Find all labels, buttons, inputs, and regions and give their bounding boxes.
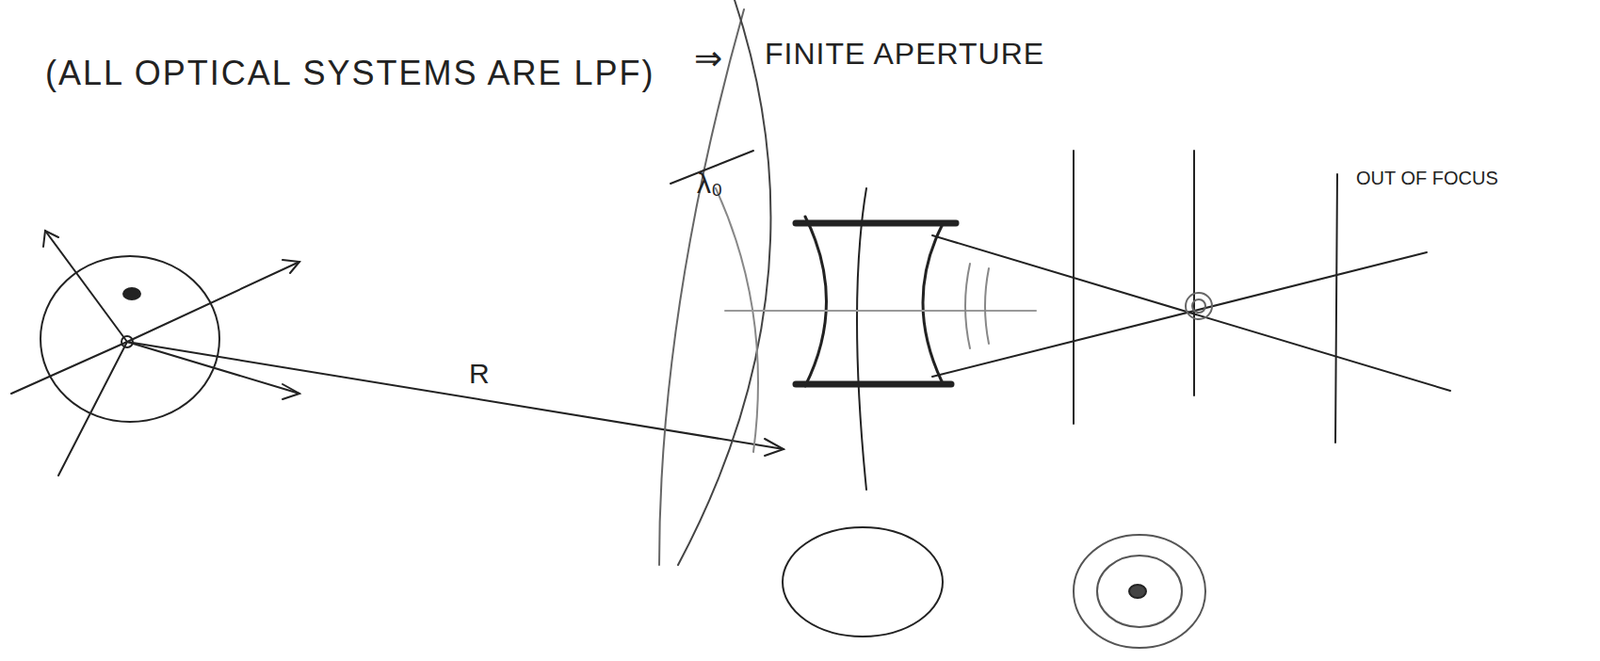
lens-surface bbox=[805, 216, 827, 387]
axis bbox=[11, 341, 128, 394]
airy-ring bbox=[1073, 534, 1206, 648]
sketch-label: (ALL OPTICAL SYSTEMS ARE LPF) bbox=[45, 54, 656, 93]
lens-surface bbox=[856, 188, 867, 490]
arrow-head bbox=[282, 384, 300, 400]
airy-core bbox=[1129, 584, 1147, 598]
sketch-label: OUT OF FOCUS bbox=[1356, 167, 1499, 189]
wavefront bbox=[985, 268, 989, 344]
ray bbox=[932, 235, 1451, 391]
aperture-stop bbox=[795, 220, 956, 227]
sketch-label: ⇒ bbox=[694, 39, 723, 78]
lens-surface bbox=[922, 226, 942, 382]
wavefront bbox=[715, 188, 759, 453]
ray bbox=[932, 252, 1427, 377]
wavefront bbox=[965, 263, 970, 349]
axis bbox=[127, 341, 300, 394]
airy-ring bbox=[1097, 555, 1182, 628]
axis bbox=[45, 230, 128, 342]
sketch-label: λ₀ bbox=[696, 167, 723, 199]
aperture-stop bbox=[795, 381, 952, 388]
ray bbox=[725, 309, 1036, 312]
image-plane bbox=[1193, 150, 1196, 396]
focus-spot bbox=[1192, 299, 1206, 313]
axis bbox=[58, 341, 128, 476]
sketch-label: R bbox=[468, 357, 490, 389]
radius-line bbox=[127, 341, 784, 450]
axis bbox=[127, 261, 300, 342]
image-plane bbox=[1335, 174, 1338, 443]
arrow-head bbox=[764, 438, 784, 456]
wavefront bbox=[659, 9, 744, 566]
source-point bbox=[123, 288, 141, 300]
sketch-label: FINITE APERTURE bbox=[764, 37, 1045, 71]
arrow-head bbox=[282, 259, 300, 274]
blur-disk bbox=[782, 527, 943, 637]
source-region bbox=[40, 256, 220, 422]
wavefront bbox=[678, 0, 771, 566]
arrow-head bbox=[43, 230, 59, 247]
focus-spot bbox=[1185, 292, 1213, 320]
image-plane bbox=[1072, 150, 1075, 424]
